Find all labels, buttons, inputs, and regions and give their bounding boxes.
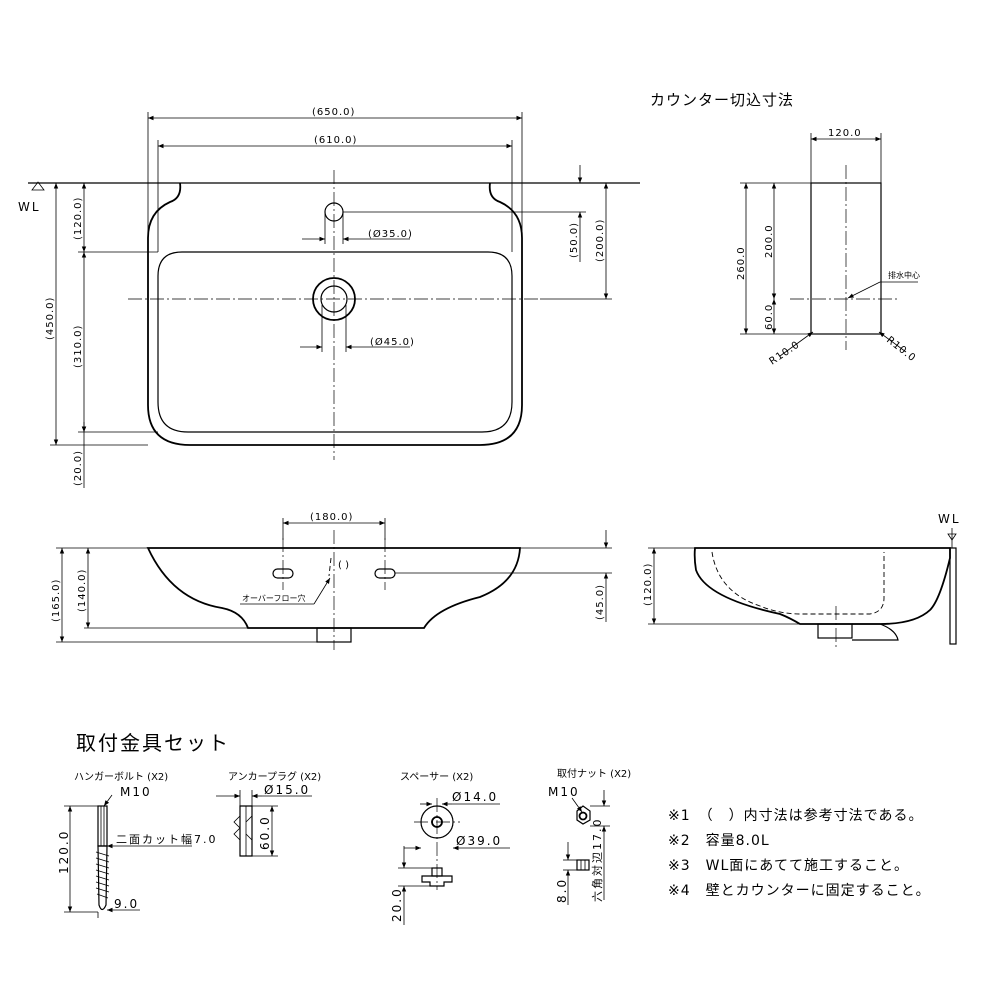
hanger-bolt-dia: 9.0 — [114, 897, 139, 911]
note-2: ※2 容量8.0L — [668, 832, 770, 849]
dim-165: (165.0) — [51, 579, 62, 622]
hanger-bolt-cut-width: 二面カット幅7.0 — [116, 833, 218, 846]
note-3: ※3 WL面にあてて施工すること。 — [668, 858, 909, 874]
nut-hex-width: 六角対辺17.0 — [590, 818, 604, 903]
mounting-nut: 取付ナット (X2) M10 六角対辺17.0 8.0 — [548, 767, 631, 905]
wl-label: WL — [18, 200, 41, 214]
anchor-plug-dia: Ø15.0 — [264, 783, 310, 797]
spacer-dia-outer: Ø39.0 — [456, 834, 502, 848]
nut-height: 8.0 — [555, 878, 569, 903]
spacer-side — [421, 875, 453, 887]
side-view: WL (120.0) — [643, 512, 961, 650]
spacer-name: スペーサー (X2) — [400, 771, 473, 783]
notes: ※1 （ ）内寸法は参考寸法である。 ※2 容量8.0L ※3 WL面にあてて施… — [668, 807, 931, 899]
hanger-bolt: ハンガーボルト (X2) M10 120.0 二面カット幅7.0 9.0 — [57, 771, 218, 918]
dim-310: (310.0) — [73, 325, 84, 368]
dim-20: (20.0) — [73, 450, 84, 486]
cutout-radius-right: R10.0 — [884, 335, 918, 365]
hanger-bolt-length: 120.0 — [57, 830, 71, 874]
basin-inner-outline — [157, 251, 513, 433]
nut-hex — [576, 805, 591, 825]
nut-m10: M10 — [548, 785, 580, 799]
overflow-slot-left — [272, 568, 294, 579]
anchor-plug-name: アンカープラグ (X2) — [228, 770, 321, 783]
side-wall — [949, 547, 957, 645]
dim-drain-45: (Ø45.0) — [370, 336, 415, 348]
nut-side — [576, 859, 590, 871]
wl-triangle-icon — [31, 181, 45, 191]
dim-200-right: (200.0) — [595, 219, 606, 262]
dim-450: (450.0) — [45, 297, 56, 340]
dim-50: (50.0) — [569, 222, 580, 258]
side-basin-outline — [693, 547, 951, 625]
dim-180: (180.0) — [310, 512, 353, 523]
side-drain — [817, 623, 853, 639]
top-view: WL (650.0) (610.0) (Ø35.0) — [18, 107, 640, 488]
overflow-hole-dashed — [328, 557, 332, 577]
side-inner-dashed — [711, 551, 885, 615]
cutout-title: カウンター切込寸法 — [650, 91, 794, 109]
spacer-height: 20.0 — [390, 887, 404, 922]
counter-cutout-view: カウンター切込寸法 120.0 260.0 200.0 60.0 R10.0 R… — [650, 91, 920, 367]
svg-text:( ): ( ) — [338, 560, 349, 571]
cutout-width: 120.0 — [828, 128, 862, 139]
note-4: ※4 壁とカウンターに固定すること。 — [668, 883, 931, 899]
overflow-label: オーバーフロー穴 — [242, 593, 305, 603]
hanger-bolt-screw — [97, 845, 108, 911]
dim-140: (140.0) — [77, 569, 88, 612]
cutout-dim-200: 200.0 — [764, 224, 775, 258]
cutout-radius-left: R10.0 — [768, 339, 803, 367]
hanger-bolt-m10: M10 — [120, 785, 152, 799]
drain-center-label: 排水中心 — [888, 270, 920, 280]
note-1: ※1 （ ）内寸法は参考寸法である。 — [668, 807, 924, 824]
overflow-slot-right — [374, 568, 396, 579]
front-view: ( ) (180.0) オーバーフロー穴 (165.0) (140.0) (45… — [51, 512, 612, 650]
anchor-plug-length: 60.0 — [258, 815, 272, 850]
spacer: スペーサー (X2) Ø14.0 Ø39.0 20.0 — [390, 771, 510, 925]
hanger-bolt-name: ハンガーボルト (X2) — [74, 771, 168, 783]
dim-650: (650.0) — [312, 107, 355, 118]
hanger-bolt-shank — [97, 805, 108, 847]
dim-faucet-35: (Ø35.0) — [368, 228, 413, 240]
anchor-plug: アンカープラグ (X2) Ø15.0 60.0 — [216, 770, 321, 857]
dim-120: (120.0) — [73, 197, 84, 240]
side-wl-label: WL — [938, 512, 961, 526]
nut-name: 取付ナット (X2) — [557, 767, 631, 780]
cutout-dim-260: 260.0 — [736, 246, 747, 280]
cutout-dim-60: 60.0 — [764, 304, 775, 330]
basin-outer-outline — [147, 182, 523, 446]
spacer-dia-inner: Ø14.0 — [452, 790, 498, 804]
hardware-title: 取付金具セット — [76, 731, 230, 755]
dim-45-front: (45.0) — [595, 584, 606, 620]
side-dim-120: (120.0) — [643, 563, 654, 606]
dim-610: (610.0) — [314, 135, 357, 146]
